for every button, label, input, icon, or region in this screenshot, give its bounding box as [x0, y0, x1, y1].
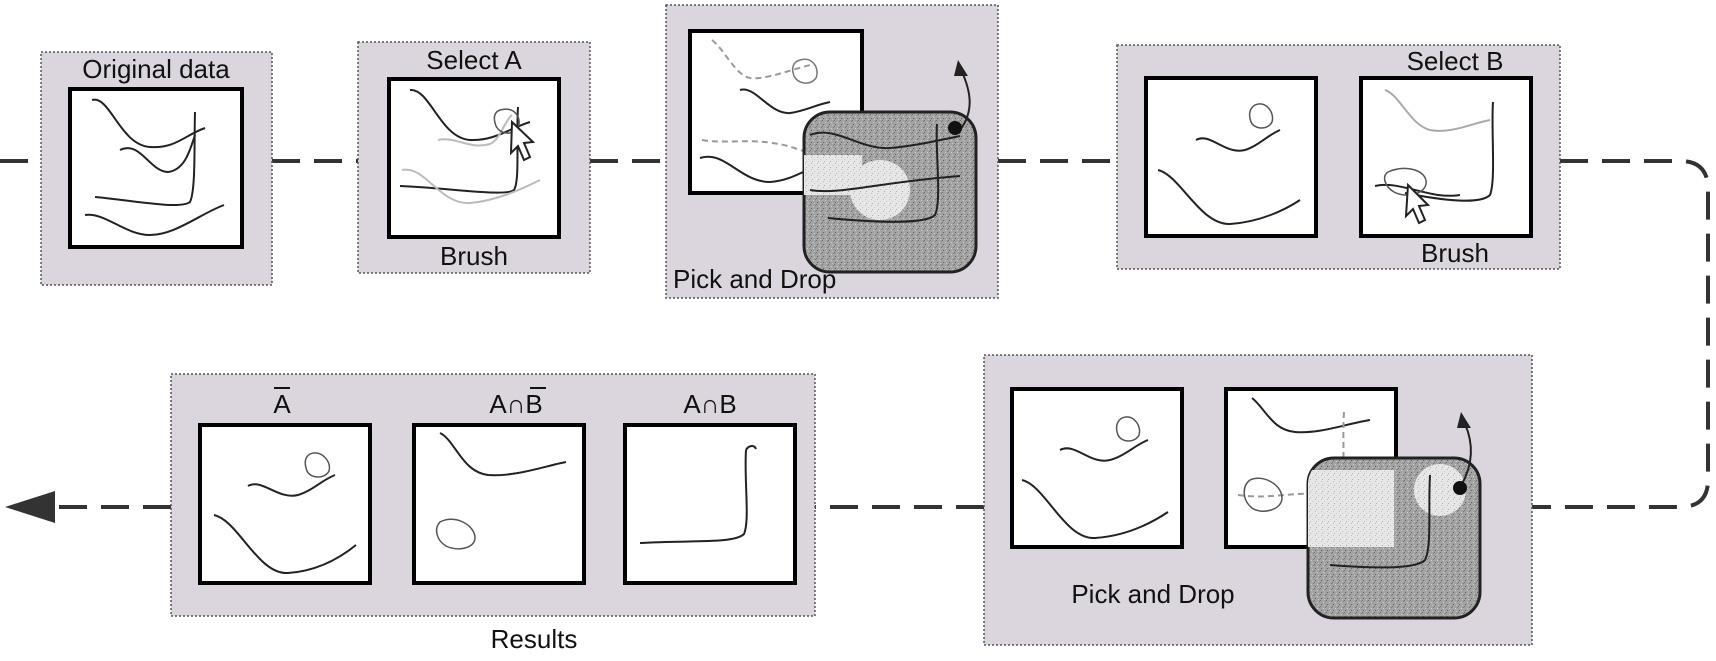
select-b-caption: Brush [1421, 238, 1489, 268]
cursor-icon [509, 119, 536, 162]
pick-drop-1-caption: Pick and Drop [673, 264, 836, 294]
flow-connector [0, 159, 1710, 509]
pick-drop-2-plot-left [1010, 387, 1184, 549]
cursor-icon-b [1404, 182, 1431, 225]
select-a-title: Select A [426, 45, 522, 75]
select-a-caption: Brush [440, 241, 508, 271]
result-plot-not-a [198, 423, 372, 585]
select-a-panel: Select A Brush [357, 41, 591, 274]
select-b-panel: Select B Brush [1116, 44, 1561, 270]
original-data-label: Original data [82, 54, 230, 84]
pick-drop-panel-1: Pick and Drop [665, 4, 999, 299]
original-data-panel: Original data [40, 51, 273, 286]
result-label-a-and-b: A∩B [683, 389, 736, 419]
brush-stroke [493, 108, 520, 134]
select-a-plot [387, 77, 561, 239]
result-label-not-a: A [273, 389, 291, 419]
pick-drop-lens-2 [1306, 412, 1482, 620]
results-panel: A A∩B A∩B Results [170, 373, 816, 654]
result-plot-a-not-b [412, 423, 586, 585]
output-arrowhead [5, 491, 55, 523]
pick-drop-panel-2: Pick and Drop [983, 354, 1533, 646]
select-b-plot-left [1144, 76, 1318, 238]
results-caption: Results [491, 624, 578, 654]
select-b-plot-right [1359, 76, 1533, 238]
pick-drop-lens-1 [802, 60, 978, 274]
select-b-title: Select B [1407, 46, 1504, 76]
pick-drop-2-caption: Pick and Drop [1071, 579, 1234, 609]
result-plot-a-and-b [623, 423, 797, 585]
result-label-a-not-b: A∩B [489, 389, 542, 419]
